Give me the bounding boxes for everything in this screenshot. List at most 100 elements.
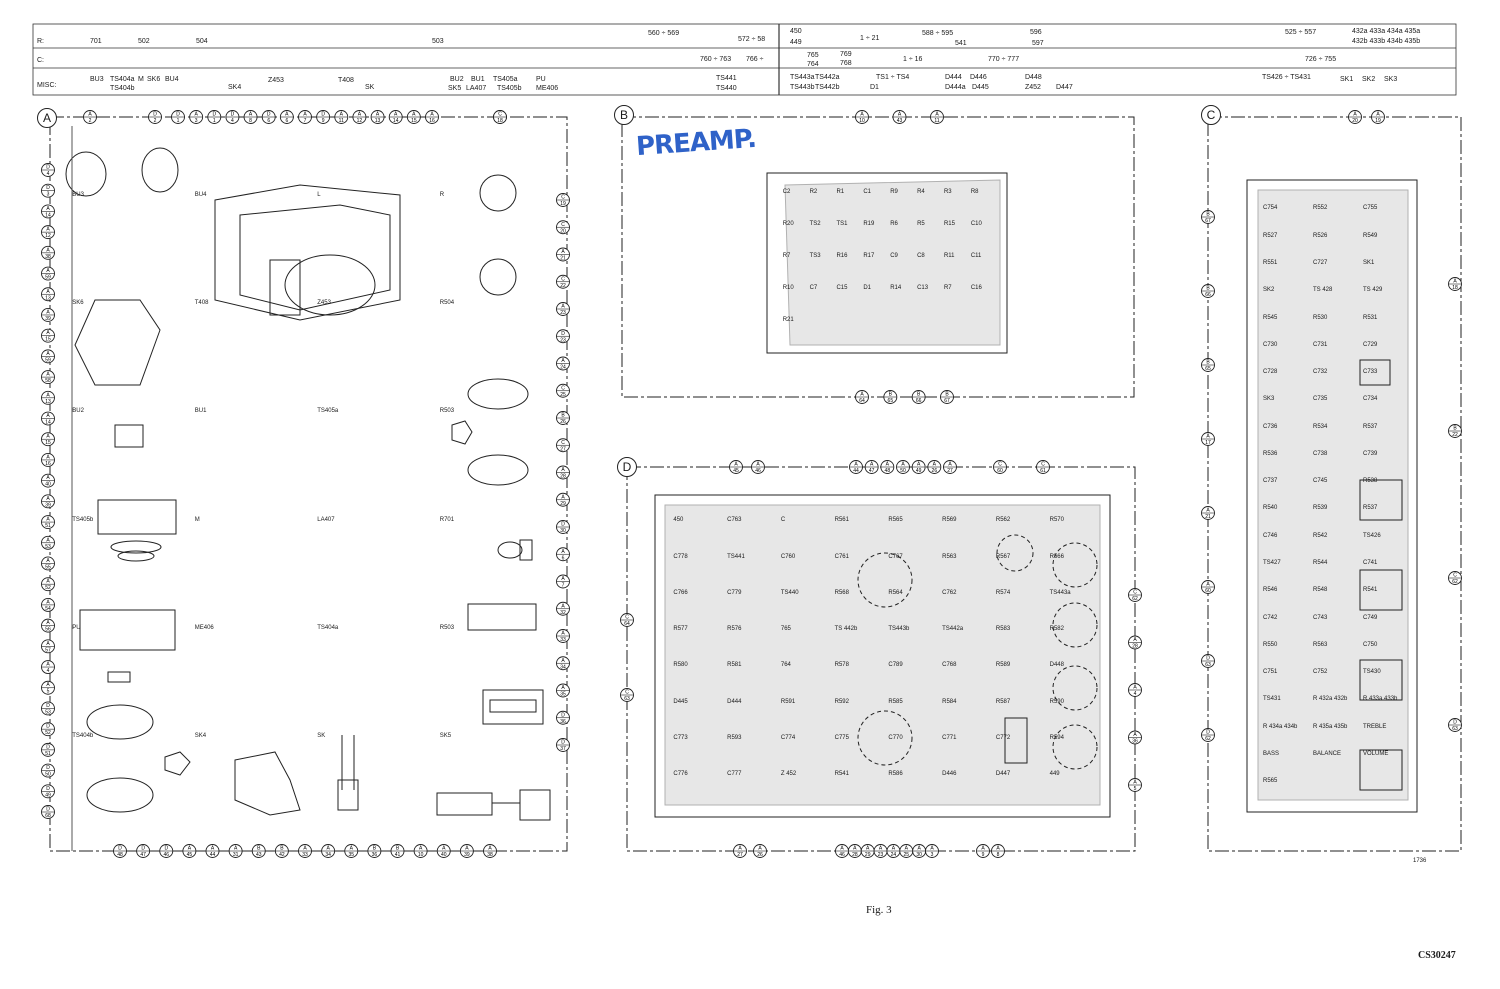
component-label: D445 [673, 698, 688, 705]
connector-label: C [1453, 573, 1457, 579]
connector-label: 50 [45, 772, 51, 778]
connector-label: A [854, 462, 858, 468]
connector-label: 10 [859, 118, 865, 124]
connector-label: D [561, 712, 565, 718]
component-label: R584 [942, 698, 957, 705]
component-label: 449 [1049, 771, 1060, 777]
connector-label: 23 [878, 852, 884, 858]
component-label: C1 [863, 189, 871, 196]
connector-label: 13 [375, 118, 381, 124]
connector-terminal: D6 [261, 110, 276, 124]
component-label: R504 [439, 300, 455, 306]
connector-label: A [419, 846, 423, 852]
component-label: R544 [1313, 560, 1328, 566]
component-label: L [317, 191, 321, 198]
component-label: C774 [780, 734, 796, 741]
connector-label: 4 [47, 171, 50, 177]
connector-terminal: A8 [243, 110, 258, 124]
connector-terminal: D50 [41, 763, 55, 778]
component-label: C7 [809, 285, 818, 292]
connector-terminal: D51 [41, 742, 55, 757]
connector-label: A [412, 112, 416, 118]
connector-label: 55 [45, 564, 51, 570]
connector-label: A [1206, 434, 1210, 440]
header-c-entry: 765 [807, 52, 819, 59]
connector-label: 62 [1205, 736, 1211, 742]
component-label: TS404a [317, 625, 339, 631]
connector-label: 50 [900, 468, 906, 474]
connector-label: A [46, 641, 50, 647]
connector-label: 26 [757, 852, 763, 858]
page-mark: 1736 [1413, 858, 1427, 864]
connector-terminal: A2 [83, 110, 97, 124]
connector-label: 33 [302, 852, 308, 858]
header-c-entry: 726 ÷ 755 [1305, 56, 1337, 63]
component-label: R548 [1313, 587, 1328, 594]
connector-label: 8 [997, 852, 1000, 858]
connector-terminal: A45 [182, 844, 197, 858]
component-label: TS 429 [1363, 287, 1383, 294]
connector-terminal: A7 [556, 574, 570, 589]
connector-terminal: A14 [41, 204, 55, 218]
connector-terminal: A21 [1201, 506, 1215, 520]
component-label: TS405a [317, 408, 339, 415]
connector-label: 59 [45, 275, 51, 281]
connector-label: 43 [897, 118, 903, 124]
connector-terminal: D4 [225, 110, 240, 124]
component-label: C768 [942, 662, 957, 669]
connector-terminal: A3 [925, 844, 939, 858]
connector-terminal: D53 [41, 701, 55, 715]
connector-label: 65 [888, 398, 894, 404]
connector-terminal: A35 [344, 844, 359, 858]
component-label: R552 [1313, 205, 1328, 212]
connector-terminal: A59 [41, 266, 55, 281]
component-label: C729 [1363, 341, 1378, 348]
component-label: R7 [782, 253, 791, 260]
component-label: C733 [1363, 369, 1378, 376]
component-label: C772 [995, 734, 1011, 741]
header-misc-entry: TS405a [493, 76, 518, 83]
connector-terminal: A16 [41, 452, 55, 467]
component-label: C728 [1263, 369, 1278, 376]
connector-label: A [46, 247, 50, 253]
component-label: C746 [1263, 532, 1278, 539]
connector-label: 61 [1040, 468, 1046, 474]
component-label: BALANCE [1313, 750, 1342, 757]
header-misc-entry: TS426 ÷ TS431 [1262, 74, 1311, 81]
component-label: R577 [673, 626, 688, 632]
connector-terminal: C27 [556, 438, 570, 452]
component-label: R592 [834, 698, 849, 705]
header-misc-entry: D446 [970, 74, 987, 81]
connector-terminal: B66 [911, 390, 926, 404]
connector-label: 9 [322, 118, 325, 124]
header-misc-entry: TS440 [716, 85, 737, 92]
connector-terminal: B36 [367, 844, 382, 858]
connector-label: 44 [210, 852, 216, 858]
connector-label: A [46, 517, 50, 523]
connector-label: A [394, 112, 398, 118]
connector-label: D [46, 703, 50, 709]
component-label: C737 [1263, 478, 1278, 485]
component-label: TS440 [780, 589, 799, 596]
component-label: TS427 [1263, 560, 1281, 566]
header-misc-entry: M [138, 76, 144, 83]
panel-c [1207, 116, 1462, 852]
component-label: C776 [673, 771, 688, 777]
connector-label: 13 [45, 399, 51, 405]
connector-terminal: C61 [1036, 460, 1050, 474]
connector-label: 40 [45, 482, 51, 488]
connector-terminal: A25 [899, 844, 914, 858]
connector-label: 15 [411, 118, 417, 124]
header-misc-entry: TS442b [815, 84, 840, 91]
connector-label: 46 [839, 852, 845, 858]
component-label: SK6 [72, 300, 84, 306]
connector-label: 19 [560, 201, 566, 207]
connector-label: A [46, 620, 50, 626]
connector-terminal: A13 [41, 390, 55, 405]
connector-label: D [46, 807, 50, 813]
connector-label: 24 [560, 365, 566, 371]
connector-label: A [886, 462, 890, 468]
connector-terminal: A18 [1448, 277, 1462, 291]
component-label: D447 [995, 771, 1011, 777]
connector-label: A [561, 494, 565, 500]
